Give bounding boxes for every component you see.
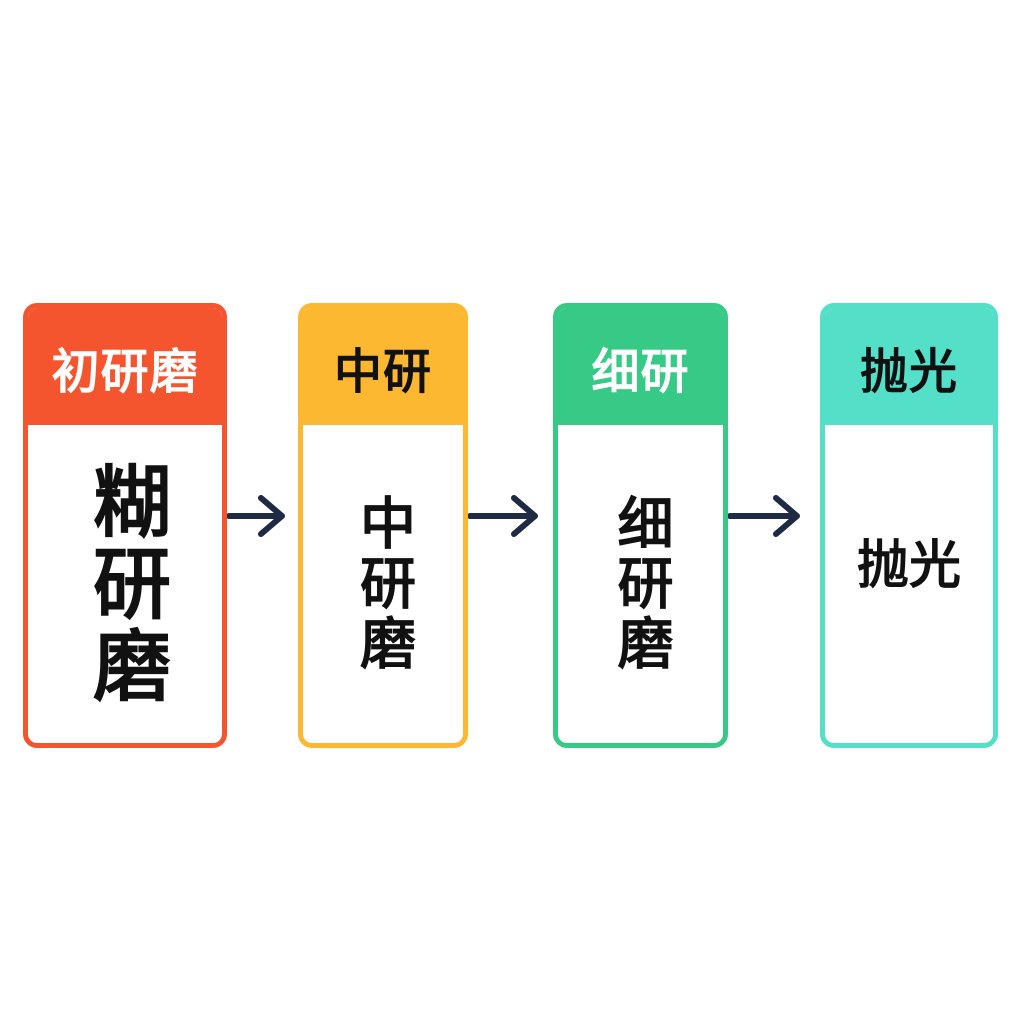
stage-body-text: 中研磨 [350, 494, 416, 674]
stage-body-text: 抛光 [856, 536, 961, 596]
stage-header: 细研 [558, 308, 723, 425]
arrow-right-icon [728, 495, 800, 537]
arrow-right-icon [468, 495, 538, 537]
stage-body: 细研磨 [558, 425, 723, 743]
stage-card-medium-grinding: 中研 中研磨 [298, 303, 468, 748]
stage-body: 中研磨 [303, 425, 463, 743]
stage-card-fine-grinding: 细研 细研磨 [553, 303, 728, 748]
arrow-right-icon [227, 495, 285, 537]
stage-body-text: 糊研磨 [80, 461, 170, 707]
stage-card-coarse-grinding: 初研磨 糊研磨 [23, 303, 227, 748]
stage-header: 抛光 [825, 308, 993, 425]
stage-body: 糊研磨 [28, 425, 222, 743]
stage-header: 初研磨 [28, 308, 222, 425]
stage-body-text: 细研磨 [608, 494, 673, 674]
stage-body: 抛光 [825, 425, 993, 743]
stage-card-polishing: 抛光 抛光 [820, 303, 998, 748]
stage-header: 中研 [303, 308, 463, 425]
